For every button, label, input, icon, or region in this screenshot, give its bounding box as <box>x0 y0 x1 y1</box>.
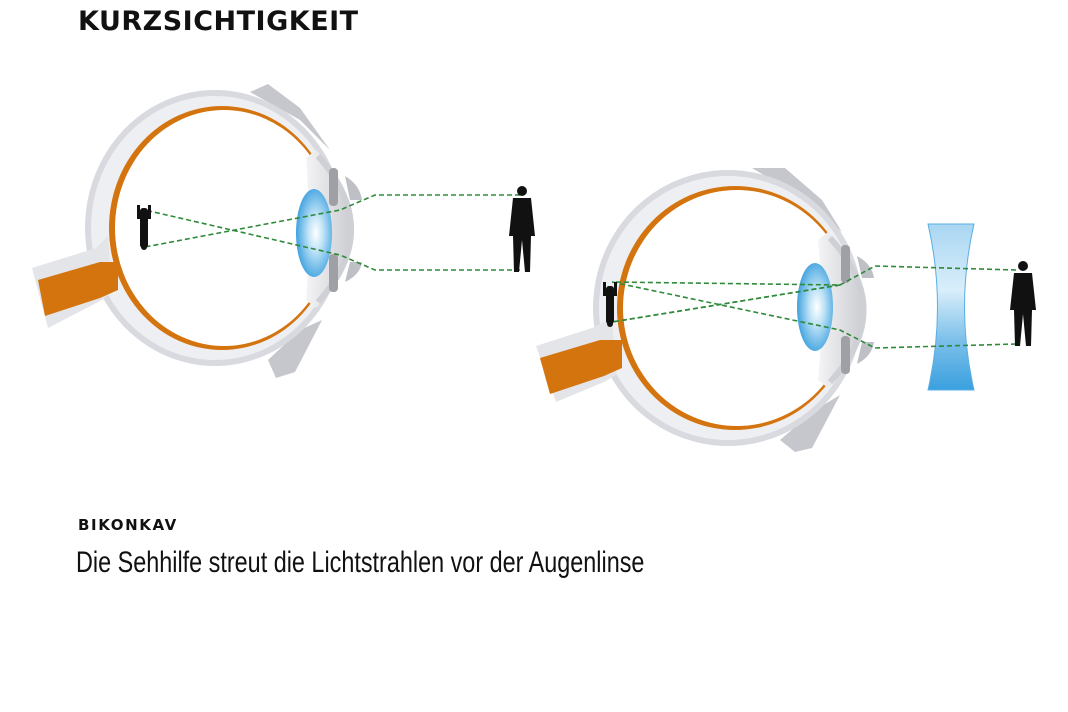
eye-lens <box>296 189 332 277</box>
biconcave-lens <box>927 223 975 391</box>
eye-lens <box>797 263 833 351</box>
person-silhouette <box>509 186 535 272</box>
iris-upper <box>329 168 338 206</box>
page-title: KURZSICHTIGKEIT <box>78 6 359 37</box>
iris-upper <box>841 245 850 283</box>
iris-lower <box>841 336 850 374</box>
light-rays <box>144 194 520 271</box>
light-rays <box>611 265 1017 349</box>
eye-corrected <box>536 168 1036 452</box>
person-silhouette <box>1010 261 1036 346</box>
optic-nerve <box>38 262 118 316</box>
caption: Die Sehhilfe streut die Lichtstrahlen vo… <box>76 546 645 579</box>
eye-uncorrected <box>32 84 535 378</box>
lens-type-label: BIKONKAV <box>78 516 178 534</box>
optic-nerve <box>540 340 622 394</box>
lower-flap <box>268 320 322 378</box>
upper-flap <box>752 168 842 232</box>
myopia-diagram <box>32 84 1036 452</box>
iris-lower <box>329 254 338 292</box>
lower-flap <box>780 395 840 452</box>
upper-flap <box>250 84 330 150</box>
inverted-image-figure <box>603 282 617 327</box>
inverted-image-figure <box>137 205 151 250</box>
